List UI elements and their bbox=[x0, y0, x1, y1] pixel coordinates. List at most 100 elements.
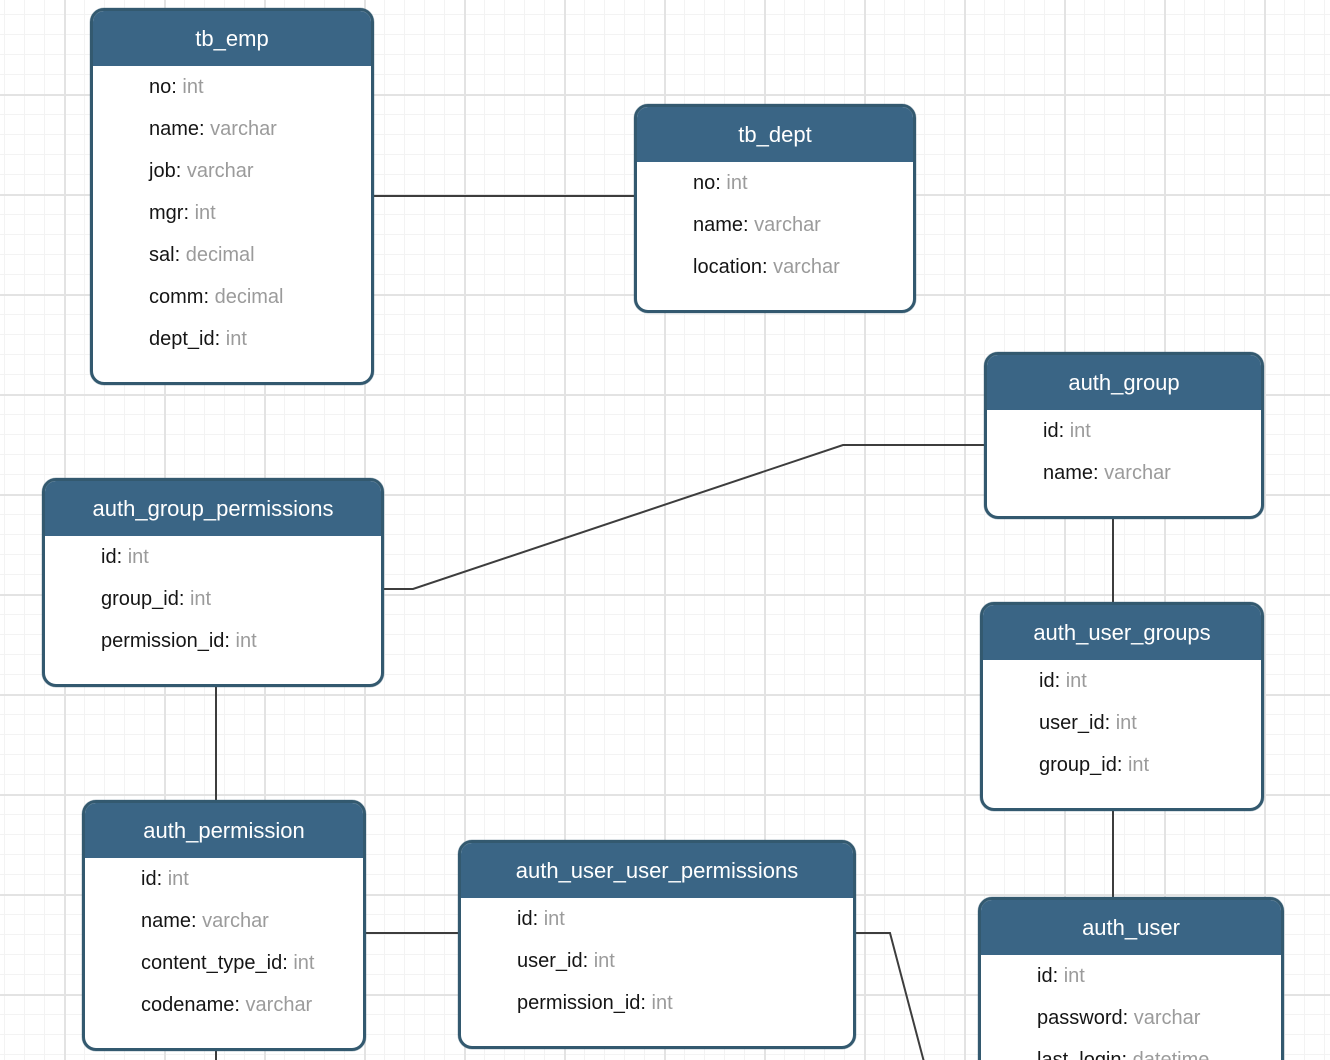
field-separator: : bbox=[1121, 1049, 1133, 1060]
field-separator: : bbox=[175, 160, 187, 182]
field-separator: : bbox=[282, 952, 294, 974]
table-title: auth_group_permissions bbox=[45, 481, 381, 536]
field-type: int bbox=[593, 950, 615, 972]
field-type: varchar bbox=[202, 910, 269, 932]
field-separator: : bbox=[178, 588, 190, 610]
field-name: id bbox=[101, 546, 117, 568]
field-type: int bbox=[235, 630, 257, 652]
field-type: int bbox=[651, 992, 673, 1014]
field-name: mgr bbox=[149, 202, 184, 224]
field-type: varchar bbox=[186, 160, 254, 182]
table-row[interactable]: content_type_id: int bbox=[85, 942, 363, 984]
field-name: id bbox=[141, 868, 157, 890]
table-row[interactable]: dept_id: int bbox=[93, 318, 371, 360]
table-title: auth_permission bbox=[85, 803, 363, 858]
field-name: job bbox=[149, 160, 176, 182]
table-row[interactable]: password: varchar bbox=[981, 997, 1281, 1039]
field-separator: : bbox=[174, 244, 186, 266]
field-type: int bbox=[1069, 420, 1091, 442]
field-name: permission_id bbox=[517, 992, 641, 1014]
table-row[interactable]: group_id: int bbox=[983, 744, 1261, 786]
table-row[interactable]: sal: decimal bbox=[93, 234, 371, 276]
table-row[interactable]: name: varchar bbox=[85, 900, 363, 942]
relationship-edge-auth_group_permissions-auth_group[interactable] bbox=[384, 444, 984, 590]
table-row[interactable]: permission_id: int bbox=[45, 620, 381, 662]
field-type: varchar bbox=[245, 994, 313, 1016]
field-name: name bbox=[149, 118, 200, 140]
field-separator: : bbox=[224, 630, 236, 652]
table-row[interactable]: id: int bbox=[45, 536, 381, 578]
table-row[interactable]: name: varchar bbox=[987, 452, 1261, 494]
field-type: int bbox=[127, 546, 149, 568]
field-name: location bbox=[693, 256, 762, 278]
field-name: password bbox=[1037, 1007, 1123, 1029]
table-row[interactable]: no: int bbox=[637, 162, 913, 204]
field-type: decimal bbox=[185, 244, 255, 266]
field-name: sal bbox=[149, 244, 175, 266]
field-separator: : bbox=[234, 994, 246, 1016]
table-row[interactable]: user_id: int bbox=[983, 702, 1261, 744]
field-name: content_type_id bbox=[141, 952, 283, 974]
field-type: int bbox=[225, 328, 247, 350]
field-separator: : bbox=[156, 868, 168, 890]
relationship-edge-auth_user_user_permissions-offscreen[interactable] bbox=[856, 932, 925, 1060]
field-type: int bbox=[167, 868, 189, 890]
field-separator: : bbox=[214, 328, 226, 350]
table-title: tb_dept bbox=[637, 107, 913, 162]
table-title: auth_user_user_permissions bbox=[461, 843, 853, 898]
table-row[interactable]: id: int bbox=[981, 955, 1281, 997]
table-row[interactable]: no: int bbox=[93, 66, 371, 108]
field-separator: : bbox=[171, 76, 183, 98]
table-row[interactable]: name: varchar bbox=[637, 204, 913, 246]
table-row[interactable]: id: int bbox=[987, 410, 1261, 452]
field-separator: : bbox=[1054, 670, 1066, 692]
field-separator: : bbox=[743, 214, 755, 236]
field-type: int bbox=[1115, 712, 1137, 734]
field-type: datetime bbox=[1132, 1049, 1210, 1060]
table-row[interactable]: last_login: datetime bbox=[981, 1039, 1281, 1060]
field-name: id bbox=[517, 908, 533, 930]
table-row[interactable]: id: int bbox=[85, 858, 363, 900]
field-name: group_id bbox=[101, 588, 179, 610]
field-type: int bbox=[189, 588, 212, 610]
table-row[interactable]: id: int bbox=[983, 660, 1261, 702]
field-name: permission_id bbox=[101, 630, 225, 652]
table-row[interactable]: codename: varchar bbox=[85, 984, 363, 1026]
field-separator: : bbox=[1122, 1007, 1134, 1029]
field-name: codename bbox=[141, 994, 235, 1016]
field-name: user_id bbox=[1039, 712, 1105, 734]
field-separator: : bbox=[1052, 965, 1064, 987]
table-row[interactable]: mgr: int bbox=[93, 192, 371, 234]
table-row[interactable]: location: varchar bbox=[637, 246, 913, 288]
table-row[interactable]: id: int bbox=[461, 898, 853, 940]
field-type: int bbox=[1063, 965, 1085, 987]
field-separator: : bbox=[199, 118, 211, 140]
field-separator: : bbox=[116, 546, 128, 568]
table-row[interactable]: permission_id: int bbox=[461, 982, 853, 1024]
field-separator: : bbox=[191, 910, 203, 932]
field-separator: : bbox=[1104, 712, 1116, 734]
table-title: auth_user_groups bbox=[983, 605, 1261, 660]
table-row[interactable]: user_id: int bbox=[461, 940, 853, 982]
table-row[interactable]: group_id: int bbox=[45, 578, 381, 620]
field-name: name bbox=[693, 214, 744, 236]
table-row[interactable]: comm: decimal bbox=[93, 276, 371, 318]
table-row[interactable]: job: varchar bbox=[93, 150, 371, 192]
table-title: auth_user bbox=[981, 900, 1281, 955]
table-row[interactable]: name: varchar bbox=[93, 108, 371, 150]
field-name: last_login bbox=[1037, 1049, 1122, 1060]
